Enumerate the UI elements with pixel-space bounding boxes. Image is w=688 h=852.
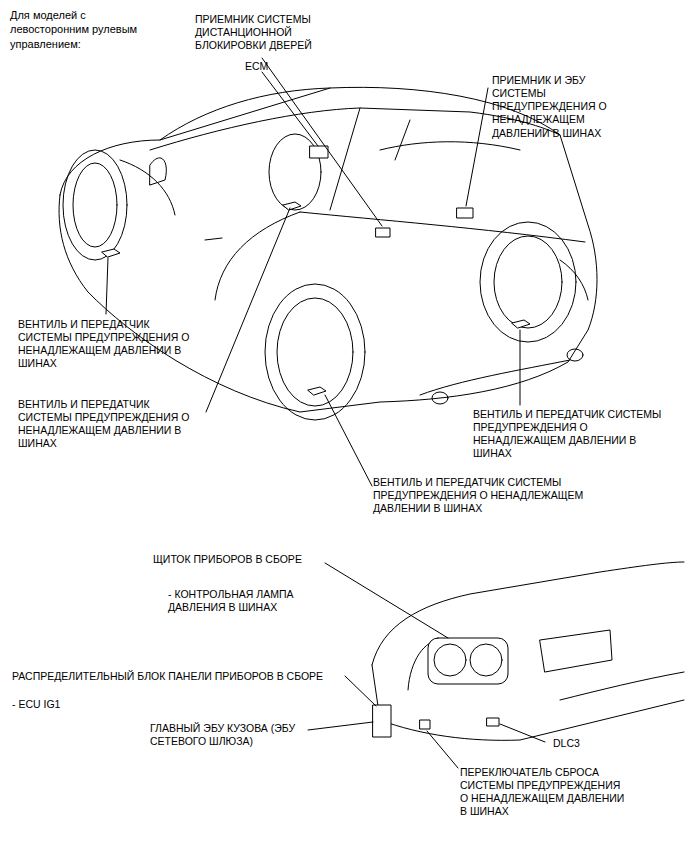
- part-label: ВЕНТИЛЬ И ПЕРЕДАТЧИК СИСТЕМЫ ПРЕДУПРЕЖДЕ…: [18, 398, 203, 451]
- part-label: ПЕРЕКЛЮЧАТЕЛЬ СБРОСА СИСТЕМЫ ПРЕДУПРЕЖДЕ…: [460, 766, 630, 819]
- part-label: ПРИЕМНИК СИСТЕМЫ ДИСТАНЦИОННОЙ БЛОКИРОВК…: [195, 13, 345, 52]
- part-label: ГЛАВНЫЙ ЭБУ КУЗОВА (ЭБУ СЕТЕВОГО ШЛЮЗА): [150, 722, 305, 748]
- part-label: ЩИТОК ПРИБОРОВ В СБОРЕ: [153, 553, 328, 566]
- part-label: - ECU IG1: [12, 698, 132, 711]
- part-label: РАСПРЕДЕЛИТЕЛЬНЫЙ БЛОК ПАНЕЛИ ПРИБОРОВ В…: [12, 670, 347, 683]
- part-label: DLC3: [553, 737, 613, 750]
- diagram-title: Для моделей с левосторонним рулевым упра…: [10, 8, 160, 51]
- part-label: ВЕНТИЛЬ И ПЕРЕДАТЧИК СИСТЕМЫ ПРЕДУПРЕЖДЕ…: [473, 408, 673, 461]
- part-label: ПРИЕМНИК И ЭБУ СИСТЕМЫ ПРЕДУПРЕЖДЕНИЯ О …: [492, 74, 642, 140]
- part-label: - КОНТРОЛЬНАЯ ЛАМПА ДАВЛЕНИЯ В ШИНАХ: [168, 588, 328, 614]
- part-label: ВЕНТИЛЬ И ПЕРЕДАТЧИК СИСТЕМЫ ПРЕДУПРЕЖДЕ…: [373, 476, 603, 515]
- part-label: ECM: [245, 60, 285, 73]
- part-label: ВЕНТИЛЬ И ПЕРЕДАТЧИК СИСТЕМЫ ПРЕДУПРЕЖДЕ…: [18, 318, 203, 371]
